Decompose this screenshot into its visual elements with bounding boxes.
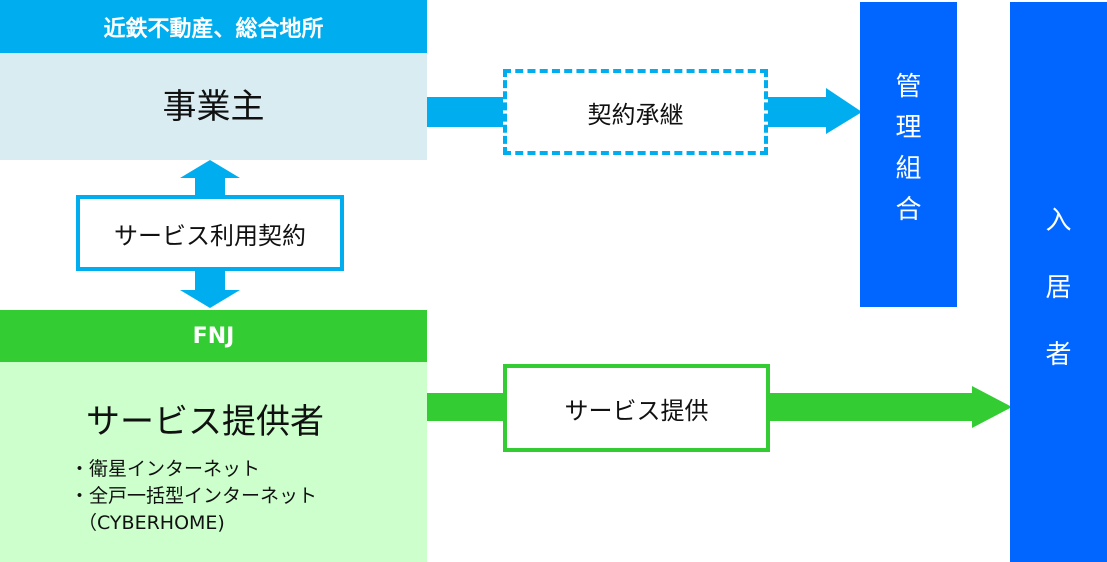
service-arrow-shaft-left xyxy=(427,393,503,421)
provider-service-item: ・全戸一括型インターネット xyxy=(70,485,318,507)
transfer-arrow-shaft-right xyxy=(768,97,828,127)
contract-arrow-down xyxy=(180,290,240,308)
developer-header-text: 近鉄不動産、総合地所 xyxy=(103,16,324,42)
developer-role: 事業主 xyxy=(162,87,265,127)
service-arrow-head xyxy=(972,386,1012,428)
transfer-label: 契約承継 xyxy=(587,100,684,129)
service-label-box: サービス提供 xyxy=(503,364,770,452)
residents-char: 入 xyxy=(1045,206,1072,236)
provider-role: サービス提供者 xyxy=(86,402,324,442)
provider-header-text: FNJ xyxy=(192,323,235,349)
service-label: サービス提供 xyxy=(564,396,709,425)
provider-service-list: ・衛星インターネット ・全戸一括型インターネット （CYBERHOME) xyxy=(70,456,317,537)
residents-box: 入 居 者 xyxy=(1010,2,1107,562)
residents-char: 居 xyxy=(1045,273,1072,303)
contract-label-box: サービス利用契約 xyxy=(76,195,344,271)
transfer-arrow-head xyxy=(826,88,862,134)
provider-service-item: ・衛星インターネット xyxy=(70,458,261,480)
management-char: 合 xyxy=(895,195,922,225)
developer-box: 事業主 xyxy=(0,53,427,160)
contract-arrow-up xyxy=(180,160,240,178)
management-box: 管 理 組 合 xyxy=(860,2,957,307)
provider-box: サービス提供者 ・衛星インターネット ・全戸一括型インターネット （CYBERH… xyxy=(0,362,427,562)
provider-header: FNJ xyxy=(0,310,427,362)
contract-label: サービス利用契約 xyxy=(114,221,306,250)
provider-service-item: （CYBERHOME) xyxy=(78,512,225,534)
service-arrow-shaft-right xyxy=(770,393,975,421)
transfer-label-box: 契約承継 xyxy=(503,69,768,155)
management-char: 理 xyxy=(895,113,922,143)
residents-char: 者 xyxy=(1045,340,1072,370)
management-char: 管 xyxy=(895,72,922,102)
management-char: 組 xyxy=(895,154,922,184)
developer-header: 近鉄不動産、総合地所 xyxy=(0,0,427,53)
transfer-arrow-shaft-left xyxy=(427,97,503,127)
